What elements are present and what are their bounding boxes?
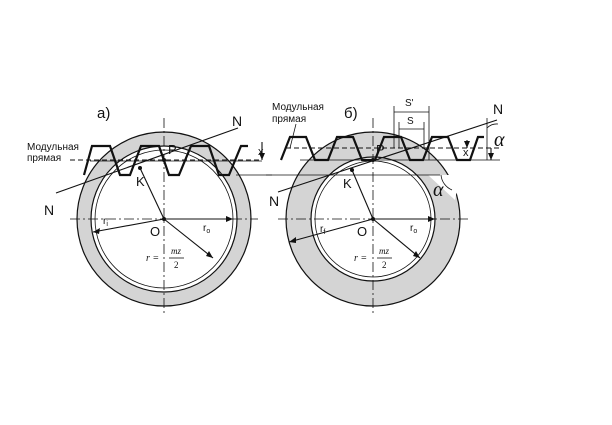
rack-profile-a	[82, 144, 248, 177]
radius-rf-b	[288, 218, 374, 243]
panel-label-a: а)	[97, 105, 110, 122]
panel-label-b: б)	[344, 105, 358, 122]
label-n-top-b: N	[493, 101, 503, 117]
shift-x-arrow-b2	[488, 153, 494, 160]
formula-a: r = mz 2	[146, 246, 184, 270]
label-alpha-bottom: α	[433, 179, 444, 201]
line-of-action-a	[55, 127, 239, 194]
label-alpha-top: α	[494, 129, 505, 151]
radius-ok-b	[351, 169, 374, 220]
modular-line-label-a-1: Модульная	[27, 142, 79, 153]
point-p-a	[162, 158, 166, 162]
radius-rf-a	[92, 218, 165, 233]
line-of-action-b	[277, 119, 498, 193]
label-k-a: K	[136, 174, 145, 189]
shift-x-arrow-a	[259, 153, 265, 160]
label-x-b: x	[463, 147, 469, 159]
formula-den-b: 2	[382, 260, 387, 270]
center-o-b	[371, 217, 375, 221]
label-n-bottom-a: N	[44, 202, 54, 218]
panel-b: б) Модульная прямая N N P K O rf ro S' S…	[266, 98, 505, 314]
radius-r-a	[163, 218, 214, 259]
formula-b: r = mz 2	[354, 246, 392, 270]
label-n-top-a: N	[232, 113, 242, 129]
label-p-a: P	[168, 142, 177, 157]
undercut-wedge-b	[428, 175, 460, 200]
label-s-prime: S'	[405, 98, 414, 109]
formula-num-b: mz	[379, 246, 389, 256]
label-r0-b: ro	[410, 223, 417, 235]
point-k-b	[350, 168, 354, 172]
radius-ok-a	[139, 167, 165, 220]
shift-x-arrow-b	[464, 141, 470, 148]
radius-r-b	[372, 218, 421, 259]
label-o-a: O	[150, 224, 160, 239]
formula-den-a: 2	[174, 260, 179, 270]
label-k-b: K	[343, 176, 352, 191]
label-rf-b: rf	[320, 224, 325, 236]
arrow-r0-a	[226, 216, 233, 222]
label-p-b: P	[376, 142, 385, 157]
modular-line-label-a-2: прямая	[27, 153, 61, 164]
formula-r-a: r =	[146, 253, 159, 264]
label-r0-a: ro	[203, 223, 210, 235]
arrow-r-a	[206, 251, 213, 258]
center-o-a	[162, 217, 166, 221]
arrow-r-b	[413, 251, 420, 258]
point-k-a	[138, 166, 142, 170]
modular-leader-b	[289, 123, 297, 149]
point-p-b	[371, 158, 375, 162]
alpha-arc	[486, 123, 499, 129]
label-x-a: x	[258, 146, 264, 158]
formula-num-a: mz	[171, 246, 181, 256]
label-s: S	[407, 116, 414, 127]
modular-line-label-b-2: прямая	[272, 114, 306, 125]
alpha-arc-lower	[440, 174, 453, 191]
label-n-bottom-b: N	[269, 193, 279, 209]
label-ri-a: ri	[103, 216, 108, 228]
arrow-rf-b	[289, 237, 296, 243]
formula-r-b: r =	[354, 253, 367, 264]
modular-line-label-b-1: Модульная	[272, 102, 324, 113]
panel-a: а) Модульная прямая N N P K O ri ro x r …	[27, 105, 272, 314]
label-o-b: O	[357, 224, 367, 239]
arrow-r0-b	[428, 216, 435, 222]
arrow-rf-a	[93, 228, 100, 234]
